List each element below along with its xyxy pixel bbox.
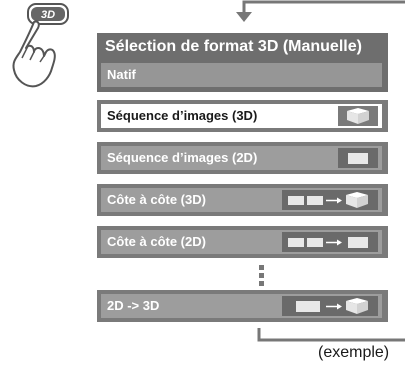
menu-item-side-by-side-3d[interactable]: Côte à côte (3D)	[97, 184, 388, 216]
current-format-value: Natif	[101, 63, 382, 87]
side-by-side-to-cube-icon	[282, 190, 378, 210]
menu-item-label: 2D -> 3D	[107, 298, 160, 313]
menu-item-label: Côte à côte (3D)	[107, 192, 206, 207]
remote-3d-button-label: 3D	[41, 9, 55, 21]
menu-item-label: Côte à côte (2D)	[107, 234, 206, 249]
example-caption: (exemple)	[318, 344, 390, 361]
flow-line-bottom	[257, 328, 405, 342]
more-items-ellipsis	[259, 265, 265, 289]
flat-to-cube-icon	[282, 296, 378, 316]
current-format-label: Natif	[107, 67, 136, 82]
menu-item-label: Séquence d’images (3D)	[107, 108, 258, 123]
flat-screen-icon	[338, 148, 378, 168]
side-by-side-to-flat-icon	[282, 232, 378, 252]
menu-title: Sélection de format 3D (Manuelle)	[105, 38, 362, 55]
menu-item-2d-to-3d[interactable]: 2D -> 3D	[97, 290, 388, 322]
flow-line-top	[242, 0, 405, 12]
menu-item-label: Séquence d’images (2D)	[107, 150, 258, 165]
hand-pressing-3d-button-icon: 3D	[4, 2, 74, 97]
menu-item-sequence-3d[interactable]: Séquence d’images (3D)	[97, 100, 388, 132]
flow-arrow-down-icon	[236, 12, 252, 22]
format-menu-header: Sélection de format 3D (Manuelle) Natif	[97, 33, 388, 92]
menu-item-sequence-2d[interactable]: Séquence d’images (2D)	[97, 142, 388, 174]
cube-icon	[338, 106, 378, 126]
menu-item-side-by-side-2d[interactable]: Côte à côte (2D)	[97, 226, 388, 258]
